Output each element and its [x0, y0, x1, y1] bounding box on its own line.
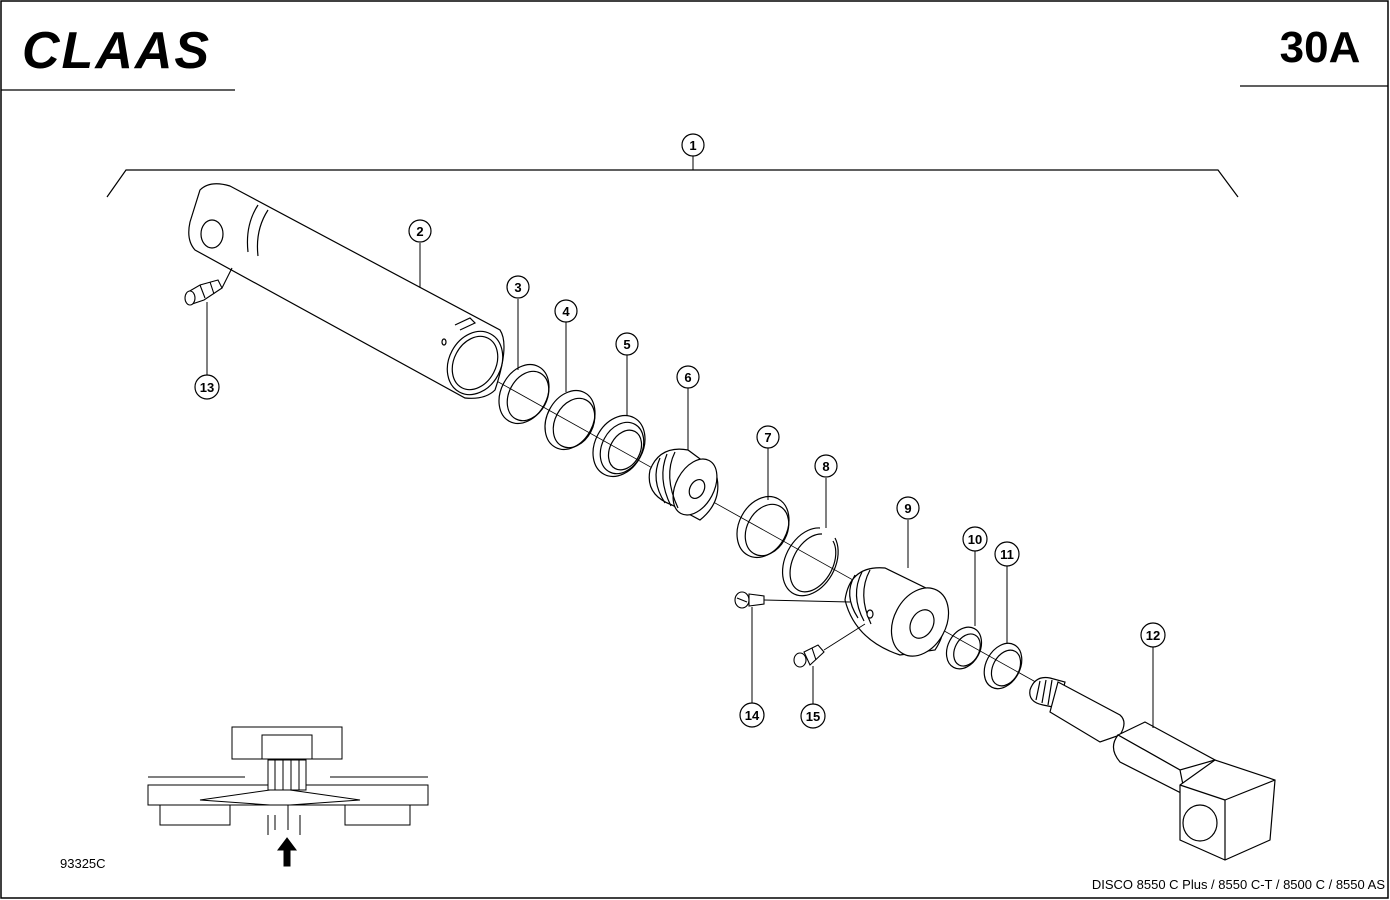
axis-14: [763, 599, 851, 603]
snap-ring-8: [781, 527, 839, 597]
cylinder-tube: [188, 183, 505, 399]
callout-1: 1: [681, 133, 705, 157]
callout-6: 6: [676, 365, 700, 389]
grease-nipple-13: [184, 267, 233, 306]
figure-code: 93325C: [60, 856, 106, 871]
ring-7: [736, 495, 790, 559]
ring-3: [498, 363, 550, 425]
callout-4: 4: [554, 299, 578, 323]
locator-thumbnail: [147, 726, 429, 835]
callout-2: 2: [408, 219, 432, 243]
svg-text:7: 7: [764, 430, 771, 445]
svg-text:8: 8: [822, 459, 829, 474]
screw-14: [734, 591, 765, 609]
svg-text:11: 11: [1000, 547, 1014, 562]
svg-text:4: 4: [562, 304, 570, 319]
cylinder-head-9: [844, 567, 950, 657]
callout-7: 7: [756, 425, 780, 449]
callout-3: 3: [506, 275, 530, 299]
claas-logo: CLAAS: [22, 22, 211, 80]
assembly-bracket: [106, 169, 1239, 198]
callout-11: 11: [994, 541, 1020, 567]
svg-text:6: 6: [684, 370, 691, 385]
wiper-11: [983, 642, 1023, 690]
svg-text:2: 2: [416, 224, 423, 239]
ring-10: [945, 626, 983, 670]
svg-text:10: 10: [968, 532, 982, 547]
locator-arrow-icon: [277, 837, 297, 867]
assembly-axis: [449, 354, 1051, 691]
callout-10: 10: [962, 526, 988, 552]
callout-13: 13: [194, 374, 220, 400]
svg-text:9: 9: [904, 501, 911, 516]
callout-8: 8: [814, 454, 838, 478]
svg-text:14: 14: [745, 708, 760, 723]
piston-rod-12: [1029, 676, 1276, 861]
axis-15: [823, 623, 866, 651]
ring-4: [544, 389, 596, 451]
model-list: DISCO 8550 C Plus / 8550 C-T / 8500 C / …: [1092, 877, 1385, 892]
page-number: 30A: [1280, 23, 1361, 72]
grease-nipple-15: [793, 644, 825, 668]
svg-text:3: 3: [514, 280, 521, 295]
piston-6: [648, 448, 719, 521]
seal-5: [592, 414, 646, 478]
callout-12: 12: [1140, 622, 1166, 648]
callout-14: 14: [739, 702, 765, 728]
header: CLAAS 30A: [1, 22, 1388, 91]
svg-text:5: 5: [623, 337, 630, 352]
svg-text:1: 1: [689, 138, 696, 153]
svg-text:15: 15: [806, 709, 820, 724]
callout-9: 9: [896, 496, 920, 520]
callout-15: 15: [800, 703, 826, 729]
callout-5: 5: [615, 332, 639, 356]
svg-text:13: 13: [200, 380, 214, 395]
svg-text:12: 12: [1146, 628, 1160, 643]
